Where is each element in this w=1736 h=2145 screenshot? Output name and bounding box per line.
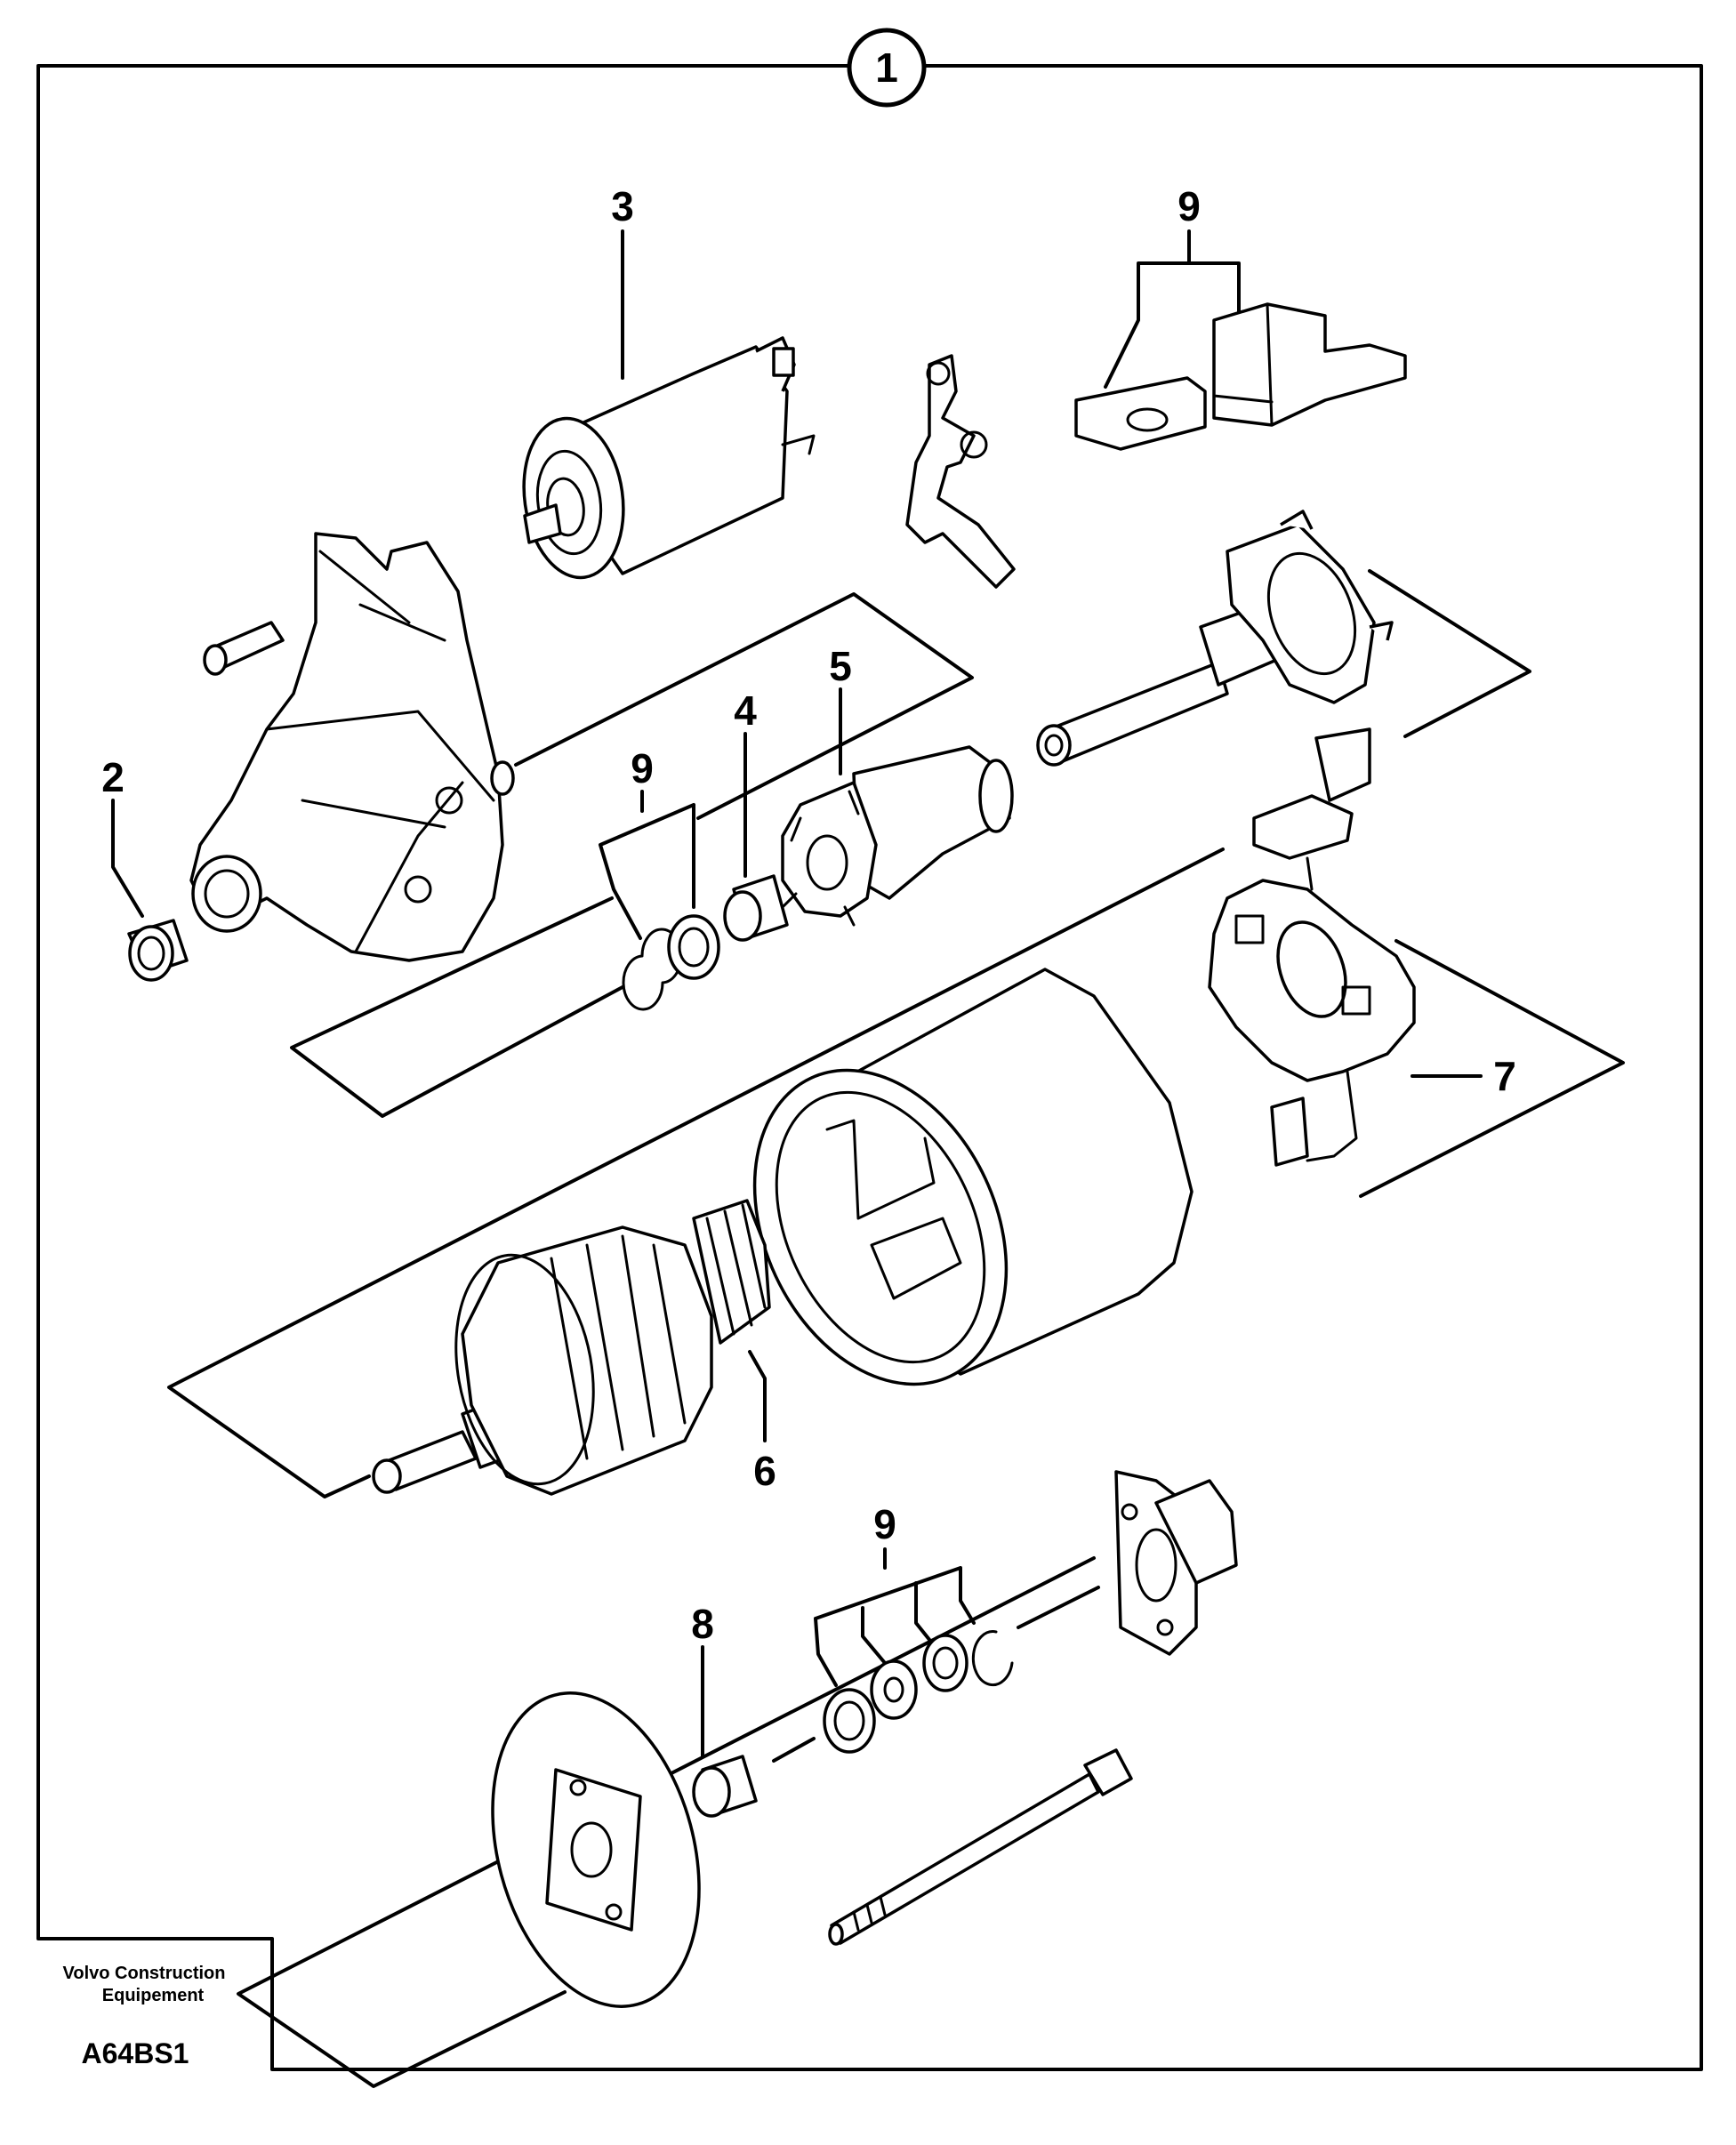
drive-shaft-part [1036, 510, 1394, 767]
connector-8-9 [772, 1737, 816, 1763]
end-flange [1114, 1470, 1238, 1656]
leader-9-middle [599, 790, 695, 940]
washers-9-bottom [823, 1630, 1014, 1754]
callout-2: 2 [101, 754, 125, 800]
company-name-line1: Volvo Construction [63, 1964, 226, 1983]
callout-6: 6 [753, 1448, 776, 1494]
callout-4: 4 [734, 687, 757, 734]
bushing-4 [723, 874, 789, 942]
callout-5: 5 [829, 643, 852, 689]
drive-pinion-5 [781, 745, 1014, 927]
end-cover [491, 1691, 701, 2008]
callout-3: 3 [611, 183, 634, 229]
brush-holder-7 [1208, 727, 1416, 1167]
leader-9-bottom [814, 1547, 976, 1687]
callout-9-top: 9 [1177, 183, 1201, 229]
drawing-code: A64BS1 [82, 2037, 189, 2069]
company-name-line2: Equipement [102, 1986, 205, 2005]
field-frame-housing [752, 968, 1194, 1386]
callout-9-bottom: 9 [873, 1501, 896, 1547]
connector-9-flange [1017, 1586, 1100, 1629]
drive-end-housing [189, 532, 515, 962]
bushing-8 [692, 1755, 758, 1818]
callout-8: 8 [691, 1601, 714, 1647]
washer-9 [667, 914, 720, 980]
callout-7: 7 [1493, 1053, 1516, 1099]
assembly-outline-upper [290, 592, 974, 1118]
callout-9-middle: 9 [631, 745, 654, 791]
armature-6 [372, 1199, 771, 1496]
bushing-2 [127, 919, 189, 982]
contact-parts [1074, 302, 1407, 451]
main-callout-label: 1 [875, 44, 898, 91]
shift-fork-part [905, 354, 1016, 589]
drawing-frame [36, 64, 1703, 2071]
assembly-outline-middle [167, 569, 1531, 1498]
retaining-ring-9 [622, 928, 683, 1011]
solenoid-part [522, 336, 816, 580]
through-bolt [828, 1748, 1133, 1946]
leader-6 [748, 1350, 767, 1442]
main-callout: 1 [847, 28, 927, 108]
leader-9-top [1104, 229, 1241, 389]
leader-2 [111, 799, 144, 918]
